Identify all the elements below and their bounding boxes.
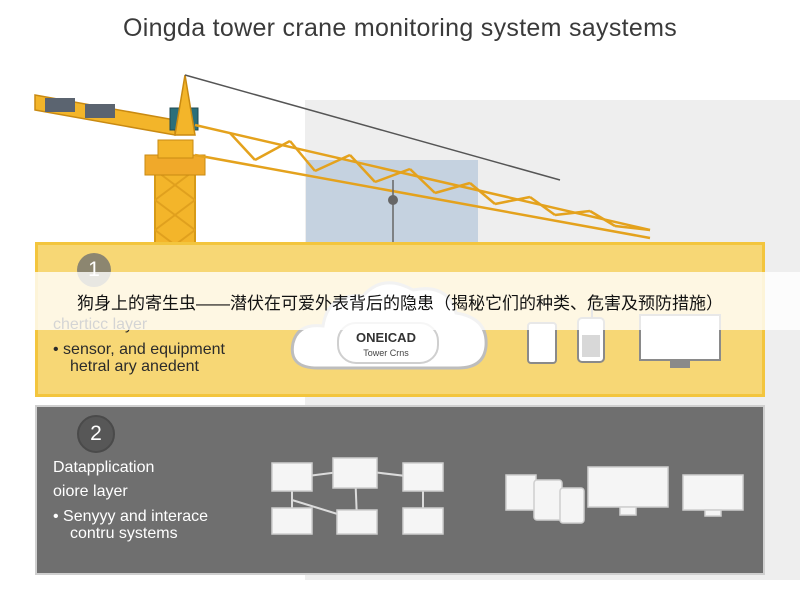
computer-icon <box>402 462 444 492</box>
cloud-label: ONEICAD <box>356 330 416 345</box>
monitor-stand <box>704 509 722 517</box>
monitor-stand <box>619 506 637 516</box>
layer-2-bullet-line2: contru systems <box>70 525 178 542</box>
caption-overlay <box>0 272 800 330</box>
server-icon <box>332 457 378 489</box>
layer-2-bullet-line1: • Senyyy and interace <box>53 508 209 525</box>
overlay-caption: 狗身上的寄生虫——潜伏在可爱外表背后的隐患（揭秘它们的种类、危害及预防措施） <box>77 294 723 313</box>
layer-2-heading-line2: oiore layer <box>53 483 128 500</box>
document-icon <box>505 474 537 511</box>
computer-icon <box>271 507 313 535</box>
cloud-sublabel: Tower Crns <box>363 348 409 358</box>
layer-2-number: 2 <box>77 415 115 453</box>
page-title: Oingda tower crane monitoring system say… <box>123 14 677 42</box>
monitor-icon <box>587 466 669 508</box>
tower-crane-illustration <box>34 74 651 260</box>
computer-icon <box>402 507 444 535</box>
computer-icon <box>336 509 378 535</box>
monitor-icon <box>682 474 744 511</box>
phone-icon <box>533 479 563 521</box>
layer-1-bullet-line2: hetral ary anedent <box>70 358 199 375</box>
layer-1-bullet-line1: • sensor, and equipment <box>53 341 225 358</box>
layer-2-heading-line1: Datapplication <box>53 459 155 476</box>
computer-icon <box>271 462 313 492</box>
tablet-icon <box>559 487 585 524</box>
